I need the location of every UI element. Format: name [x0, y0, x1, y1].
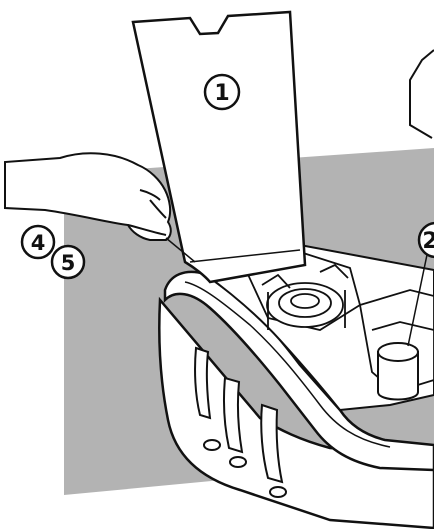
body-skirt: [158, 296, 434, 529]
callout-2: 2: [417, 221, 434, 259]
lid: [131, 10, 307, 284]
callout-1-label: 1: [214, 81, 229, 106]
callout-5-label: 5: [61, 251, 76, 275]
callout-2-leader: [407, 249, 429, 347]
cylinder-cap: [377, 342, 419, 401]
callout-5: 5: [50, 244, 86, 280]
callout-4: 4: [20, 224, 56, 260]
lid-hinge-edge: [189, 249, 301, 263]
body-feet: [194, 346, 287, 498]
cut-off-outline-top-right: [409, 49, 434, 139]
lid-panel: [131, 10, 307, 284]
callout-4-label: 4: [31, 231, 46, 255]
hand: [4, 152, 172, 241]
body-rim-inner-line: [184, 281, 391, 448]
callout-1: 1: [203, 73, 241, 111]
callout-2-label: 2: [422, 229, 434, 254]
hand-pointer-line: [165, 237, 196, 263]
hand-outline: [4, 152, 172, 241]
